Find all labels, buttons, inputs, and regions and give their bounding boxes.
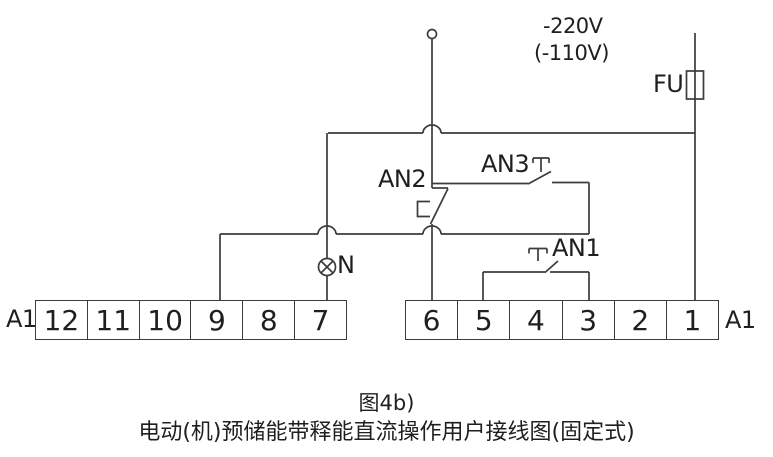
terminal-cell-7: 7 (294, 301, 346, 339)
terminal-cell-5: 5 (457, 301, 509, 339)
terminal-block-left: 12 11 10 9 8 7 (35, 300, 347, 340)
terminal-cell-8: 8 (242, 301, 294, 339)
fuse-icon (685, 70, 705, 100)
device-label-left: A1 (6, 305, 37, 333)
terminal-block-right: 6 5 4 3 2 1 (405, 300, 719, 340)
terminal-cell-6: 6 (422, 303, 441, 337)
terminal-cell-12: 12 (43, 303, 80, 337)
fuse-label: FU (653, 70, 684, 98)
wire-hop-icon (422, 225, 442, 235)
supply-voltage-primary: -220V (543, 14, 603, 38)
terminal-cell-10: 10 (138, 301, 191, 339)
wire-hop-icon (422, 124, 442, 134)
terminal-cell-11: 11 (86, 301, 139, 339)
figure-title: 电动(机)预储能带释能直流操作用户接线图(固定式) (138, 420, 635, 445)
terminal-cell-9: 9 (190, 301, 242, 339)
supply-voltage-alternate: (-110V) (534, 41, 609, 65)
lamp-label: N (337, 251, 355, 279)
terminal-cell-2: 2 (613, 301, 666, 339)
an2-label: AN2 (378, 165, 427, 193)
wire-hop-icon (317, 225, 337, 235)
terminal-cell-4: 4 (509, 301, 561, 339)
lamp-icon (317, 257, 337, 277)
device-label-right: A1 (725, 306, 756, 334)
an3-label: AN3 (481, 150, 530, 178)
pushbutton-an2-nc-icon (416, 187, 449, 225)
figure-number: 图4b) (358, 391, 415, 415)
supply-terminal-circle (426, 28, 438, 40)
an1-label: AN1 (552, 234, 601, 262)
pushbutton-an1-no-icon (483, 247, 589, 274)
terminal-cell-1: 1 (665, 301, 718, 339)
terminal-cell-3: 3 (561, 301, 614, 339)
pushbutton-an3-no-icon (432, 157, 589, 185)
